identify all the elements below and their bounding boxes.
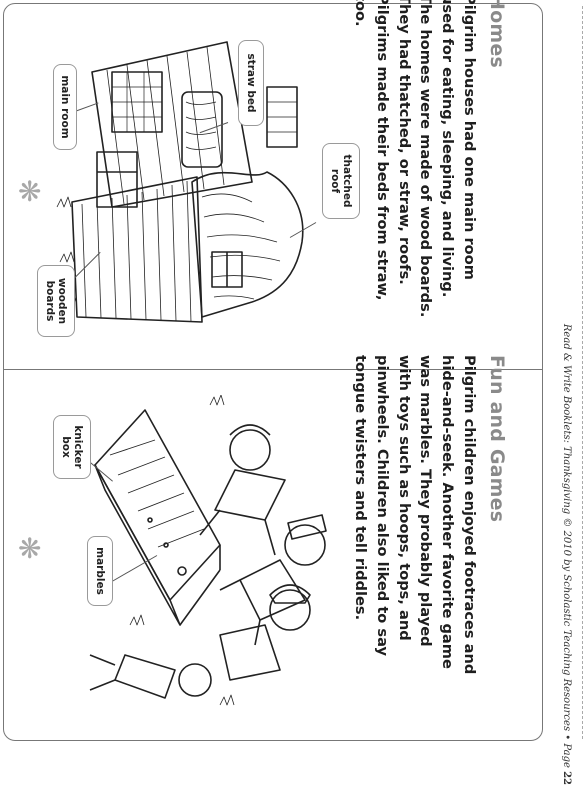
homes-title: Homes: [486, 0, 508, 68]
straw-bed: [181, 91, 223, 168]
house-wall: [71, 176, 203, 323]
child-head-4: [178, 663, 212, 697]
label-knicker-box: knicker box: [53, 415, 91, 479]
child-head-3: [269, 589, 311, 631]
label-marbles: marbles: [87, 536, 113, 606]
child-head-2: [284, 524, 326, 566]
fun-body: Pilgrim children enjoyed footraces and h…: [352, 355, 478, 675]
label-wooden-boards: wooden boards: [37, 265, 75, 337]
credit-text: Read & Write Booklets: Thanksgiving © 20…: [561, 323, 572, 768]
children-illustration: [89, 395, 327, 706]
main-room-interior: [91, 41, 253, 208]
cut-line: [582, 6, 583, 739]
thatched-roof: [191, 171, 304, 318]
house-illustration: [56, 41, 304, 323]
asterisk-icon: ❋: [18, 532, 42, 565]
label-thatched-roof: thatched roof: [322, 143, 360, 219]
label-straw-bed: straw bed: [238, 40, 264, 126]
label-main-room: main room: [53, 64, 77, 150]
marble: [177, 566, 187, 576]
asterisk-icon: ❋: [18, 175, 42, 208]
homes-body: Pilgrim houses had one main room used fo…: [352, 0, 478, 318]
table: [96, 151, 138, 208]
child-head-1: [229, 429, 271, 471]
credit-line: Read & Write Booklets: Thanksgiving © 20…: [554, 305, 572, 785]
panel-divider: [4, 369, 542, 370]
page-number: 22: [561, 771, 572, 785]
page-frame: [3, 3, 543, 741]
fun-title: Fun and Games: [486, 355, 508, 523]
